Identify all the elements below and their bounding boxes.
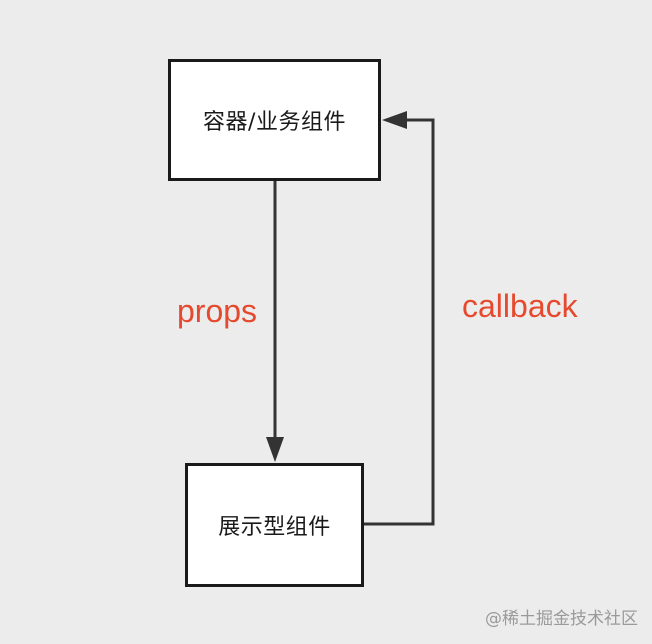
callback-edge-label: callback bbox=[462, 288, 578, 324]
callback-arrowhead bbox=[382, 111, 407, 129]
props-edge-label: props bbox=[177, 293, 258, 329]
display-node-label: 展示型组件 bbox=[218, 515, 331, 540]
container-business-component-node: 容器/业务组件 bbox=[168, 59, 381, 181]
container-node-label: 容器/业务组件 bbox=[203, 110, 346, 135]
callback-arrow-line bbox=[364, 118, 435, 526]
props-arrowhead bbox=[266, 437, 284, 462]
display-component-node: 展示型组件 bbox=[185, 463, 364, 587]
watermark-text: @稀土掘金技术社区 bbox=[485, 609, 638, 629]
